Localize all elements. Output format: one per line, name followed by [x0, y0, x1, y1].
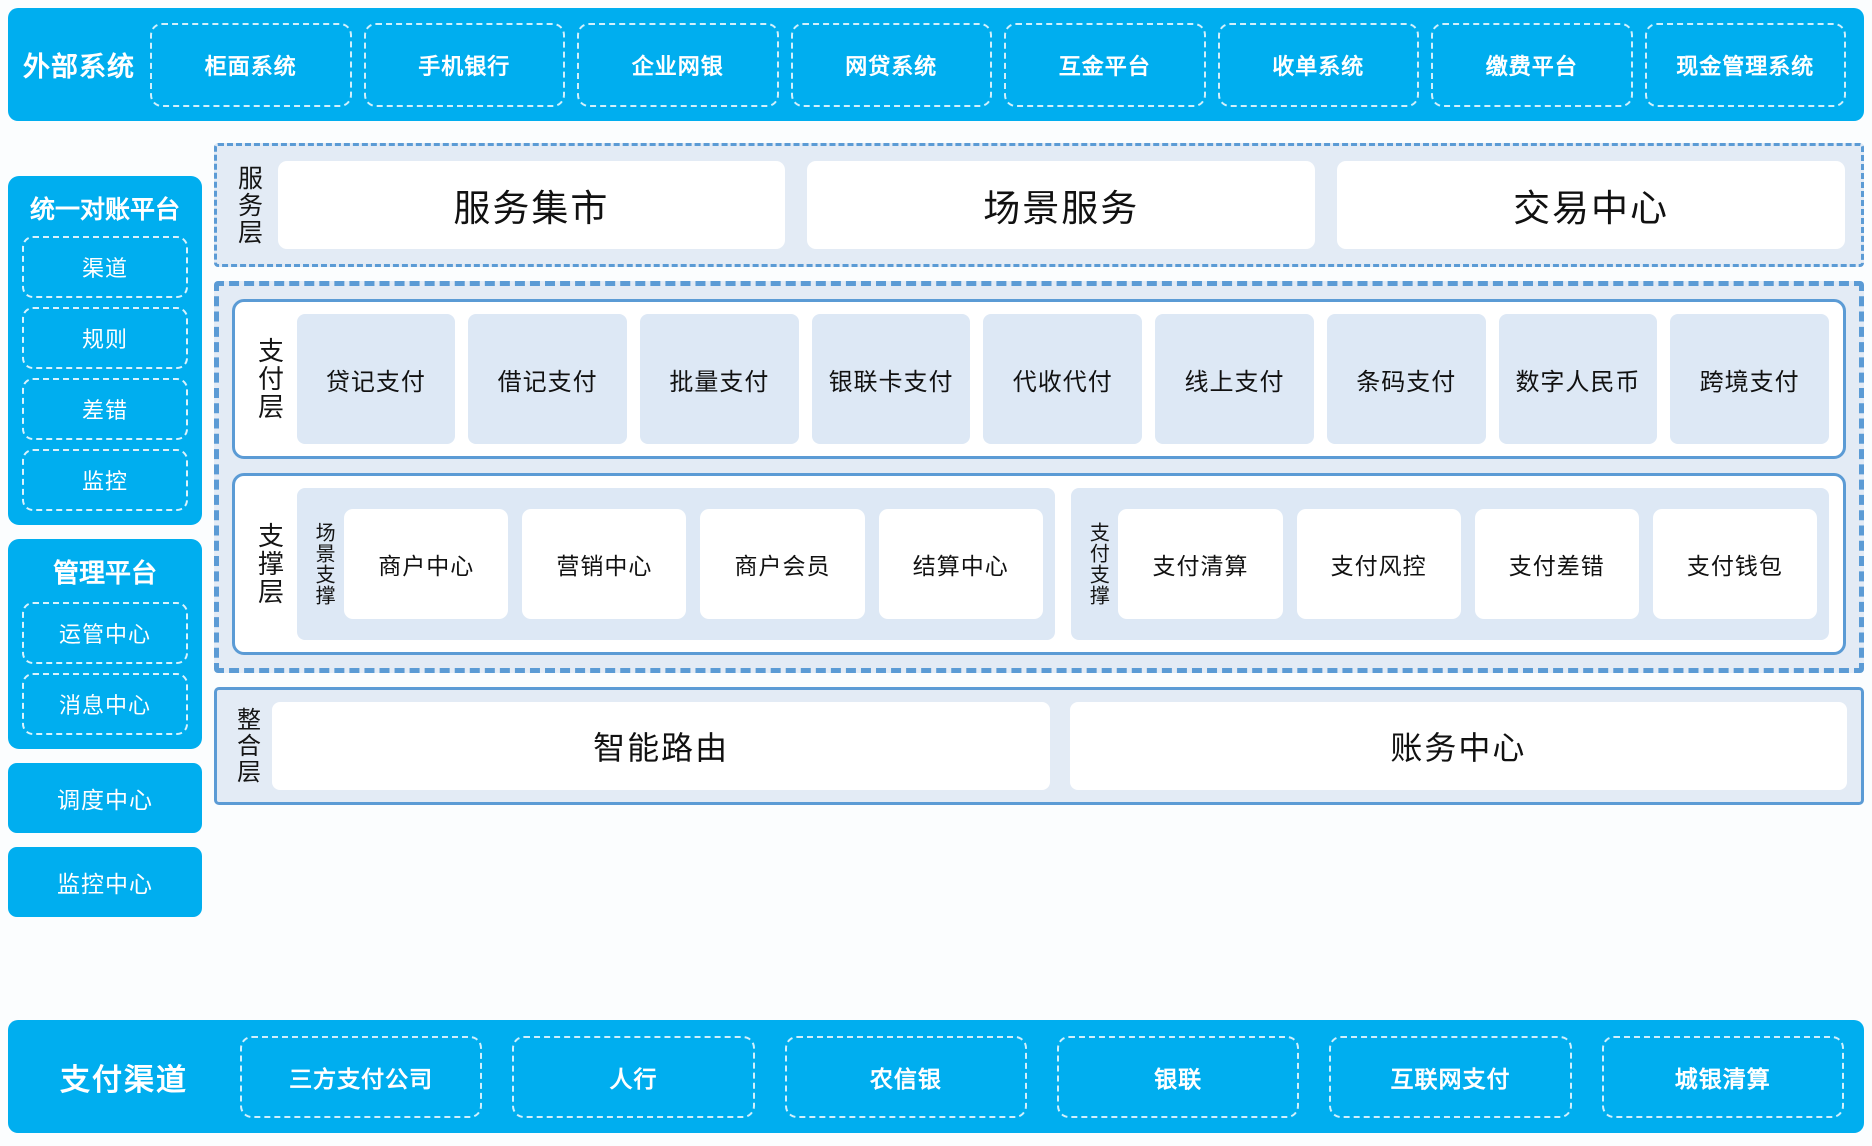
payment-card-unionpay[interactable]: 银联卡支付 [811, 314, 971, 444]
sidebar-item-rule[interactable]: 规则 [22, 307, 188, 369]
payment-channels-title: 支付渠道 [60, 1063, 188, 1097]
core-layers-container: 支付层 贷记支付 借记支付 批量支付 银联卡支付 代收代付 线上支付 条码支付 … [214, 281, 1864, 673]
payment-card-digital-rmb[interactable]: 数字人民币 [1498, 314, 1658, 444]
payment-layer-cards: 贷记支付 借记支付 批量支付 银联卡支付 代收代付 线上支付 条码支付 数字人民… [296, 314, 1830, 444]
external-system-item[interactable]: 柜面系统 [150, 22, 352, 107]
left-sidebar: 统一对账平台 渠道 规则 差错 监控 管理平台 运管中心 消息中心 调度中心 监… [8, 176, 202, 931]
external-system-item[interactable]: 网贷系统 [790, 22, 992, 107]
payment-channel-item[interactable]: 互联网支付 [1329, 1035, 1572, 1118]
payment-channel-item[interactable]: 银联 [1056, 1035, 1300, 1118]
integration-layer-cards: 智能路由 账务中心 [272, 702, 1847, 790]
sidebar-item-monitor[interactable]: 监控 [22, 449, 188, 511]
service-card-scenario[interactable]: 场景服务 [807, 161, 1316, 249]
support-card-settlement-center[interactable]: 结算中心 [878, 509, 1043, 619]
payment-channel-item[interactable]: 三方支付公司 [240, 1035, 483, 1118]
payment-layer: 支付层 贷记支付 借记支付 批量支付 银联卡支付 代收代付 线上支付 条码支付 … [232, 299, 1846, 459]
support-layer: 支撑层 场景支撑 商户中心 营销中心 商户会员 结算中心 支付支撑 [232, 473, 1846, 655]
sidebar-panel-management: 管理平台 运管中心 消息中心 [8, 539, 202, 749]
support-group-label: 支付支撑 [1086, 522, 1109, 606]
payment-card-debit[interactable]: 借记支付 [468, 314, 627, 444]
payment-card-online[interactable]: 线上支付 [1155, 314, 1314, 444]
payment-card-cross-border[interactable]: 跨境支付 [1670, 314, 1830, 444]
integration-layer: 整合层 智能路由 账务中心 [214, 687, 1864, 805]
external-system-item[interactable]: 手机银行 [363, 22, 565, 107]
sidebar-item-operations-center[interactable]: 运管中心 [22, 602, 188, 664]
support-card-payment-risk[interactable]: 支付风控 [1296, 509, 1461, 619]
payment-channels-bar: 支付渠道 三方支付公司 人行 农信银 银联 互联网支付 城银清算 [8, 1020, 1864, 1133]
support-card-merchant-member[interactable]: 商户会员 [700, 509, 865, 619]
support-card-marketing-center[interactable]: 营销中心 [522, 509, 687, 619]
payment-card-batch[interactable]: 批量支付 [639, 314, 799, 444]
external-system-item[interactable]: 现金管理系统 [1644, 22, 1846, 107]
external-system-item[interactable]: 互金平台 [1004, 22, 1206, 107]
sidebar-item-error[interactable]: 差错 [22, 378, 188, 440]
support-card-merchant-center[interactable]: 商户中心 [344, 509, 509, 619]
sidebar-item-monitoring-center[interactable]: 监控中心 [8, 847, 202, 917]
sidebar-item-message-center[interactable]: 消息中心 [22, 673, 188, 735]
service-card-transaction-center[interactable]: 交易中心 [1337, 161, 1845, 249]
layers-stack: 服务层 服务集市 场景服务 交易中心 支付层 贷记支付 借记支付 批量支付 银联… [214, 143, 1864, 805]
service-layer: 服务层 服务集市 场景服务 交易中心 [214, 143, 1864, 267]
support-layer-label: 支撑层 [254, 522, 285, 606]
sidebar-item-scheduling-center[interactable]: 调度中心 [8, 763, 202, 833]
sidebar-item-channel[interactable]: 渠道 [22, 236, 188, 298]
support-group-payment: 支付支撑 支付清算 支付风控 支付差错 支付钱包 [1070, 488, 1830, 640]
support-layer-groups: 场景支撑 商户中心 营销中心 商户会员 结算中心 支付支撑 支付清算 支付风控 [296, 488, 1830, 640]
integration-card-accounting-center[interactable]: 账务中心 [1069, 702, 1847, 790]
service-card-marketplace[interactable]: 服务集市 [277, 161, 786, 249]
external-system-item[interactable]: 企业网银 [577, 22, 779, 107]
payment-card-credit[interactable]: 贷记支付 [296, 314, 456, 444]
sidebar-panel-reconciliation: 统一对账平台 渠道 规则 差错 监控 [8, 176, 202, 525]
external-system-item[interactable]: 收单系统 [1217, 22, 1419, 107]
support-card-payment-error[interactable]: 支付差错 [1474, 509, 1639, 619]
support-group-cards: 商户中心 营销中心 商户会员 结算中心 [344, 509, 1043, 619]
support-group-label: 场景支撑 [312, 522, 335, 606]
payment-card-barcode[interactable]: 条码支付 [1326, 314, 1486, 444]
sidebar-panel-title: 管理平台 [52, 558, 157, 588]
integration-layer-label: 整合层 [232, 707, 260, 785]
integration-card-smart-routing[interactable]: 智能路由 [272, 702, 1050, 790]
sidebar-panel-title: 统一对账平台 [29, 196, 180, 224]
service-layer-cards: 服务集市 场景服务 交易中心 [277, 161, 1846, 249]
payment-channels-list: 三方支付公司 人行 农信银 银联 互联网支付 城银清算 [240, 1035, 1844, 1118]
payment-card-collection[interactable]: 代收代付 [983, 314, 1143, 444]
payment-channel-item[interactable]: 人行 [512, 1035, 755, 1118]
external-systems-list: 柜面系统 手机银行 企业网银 网贷系统 互金平台 收单系统 缴费平台 现金管理系… [150, 22, 1850, 107]
support-card-payment-clearing[interactable]: 支付清算 [1118, 509, 1283, 619]
support-group-cards: 支付清算 支付风控 支付差错 支付钱包 [1118, 509, 1817, 619]
external-system-item[interactable]: 缴费平台 [1431, 22, 1633, 107]
external-systems-title: 外部系统 [23, 52, 135, 82]
payment-layer-label: 支付层 [254, 337, 285, 421]
service-layer-label: 服务层 [234, 164, 263, 246]
external-systems-bar: 外部系统 柜面系统 手机银行 企业网银 网贷系统 互金平台 收单系统 缴费平台 … [8, 8, 1864, 121]
support-group-scenario: 场景支撑 商户中心 营销中心 商户会员 结算中心 [296, 488, 1055, 640]
support-card-payment-wallet[interactable]: 支付钱包 [1652, 509, 1817, 619]
payment-channel-item[interactable]: 农信银 [784, 1035, 1027, 1118]
payment-channel-item[interactable]: 城银清算 [1601, 1035, 1844, 1118]
